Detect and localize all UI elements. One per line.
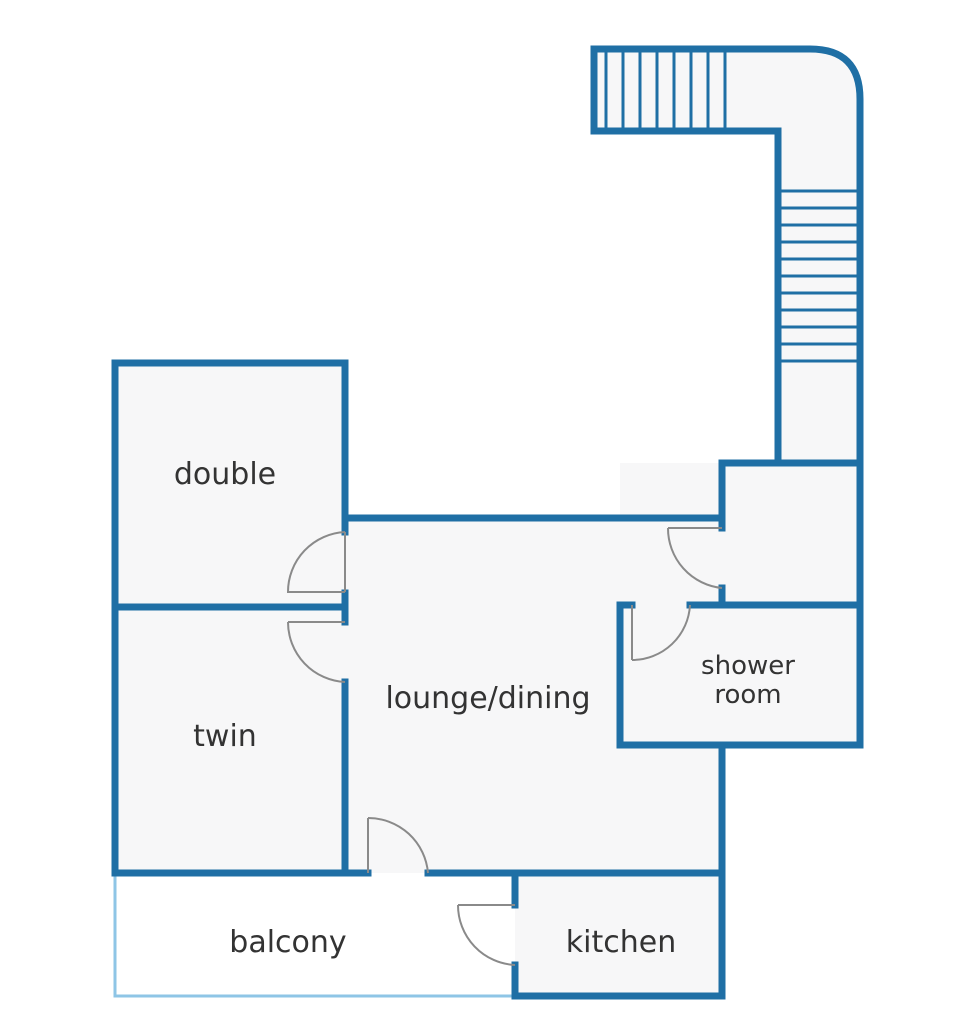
balcony-outline xyxy=(113,873,515,998)
room-label-kitchen: kitchen xyxy=(566,925,676,960)
room-label-balcony: balcony xyxy=(229,925,346,960)
room-label-shower-line1: shower xyxy=(701,651,795,681)
lobby-shower-outer-wall xyxy=(616,459,864,749)
door-swing xyxy=(631,604,691,662)
room-label-double: double xyxy=(174,457,276,492)
stair-outer-wall xyxy=(594,45,864,463)
door-swing xyxy=(367,816,429,874)
kitchen-door[interactable] xyxy=(456,904,516,966)
double-door[interactable] xyxy=(286,531,346,593)
stair-inner-wall xyxy=(590,45,782,467)
kitchen-floor xyxy=(515,873,722,996)
walls xyxy=(111,359,864,1000)
stair-treads-top xyxy=(604,52,727,128)
doors xyxy=(286,527,723,966)
room-label-shower-line2: room xyxy=(714,680,781,710)
stair-treads-side xyxy=(781,189,857,363)
room-label-lounge: lounge/dining xyxy=(385,681,590,716)
kitchen-wall-lower xyxy=(511,961,726,1000)
balcony-door[interactable] xyxy=(367,816,429,874)
bedroom-outer-wall xyxy=(111,359,349,877)
floor-areas xyxy=(115,49,860,996)
stair-floor xyxy=(594,49,860,463)
door-swing xyxy=(666,527,723,589)
bedroom-floor xyxy=(115,363,345,873)
door-swing xyxy=(286,531,346,593)
lobby-door[interactable] xyxy=(666,527,723,589)
room-label-twin: twin xyxy=(193,719,257,754)
twin-door[interactable] xyxy=(286,621,346,683)
shower-door[interactable] xyxy=(631,604,691,662)
staircase xyxy=(590,45,864,467)
door-swing xyxy=(456,904,516,966)
door-swing xyxy=(286,621,346,683)
room-labels: double twin lounge/dining shower room ba… xyxy=(174,457,795,960)
